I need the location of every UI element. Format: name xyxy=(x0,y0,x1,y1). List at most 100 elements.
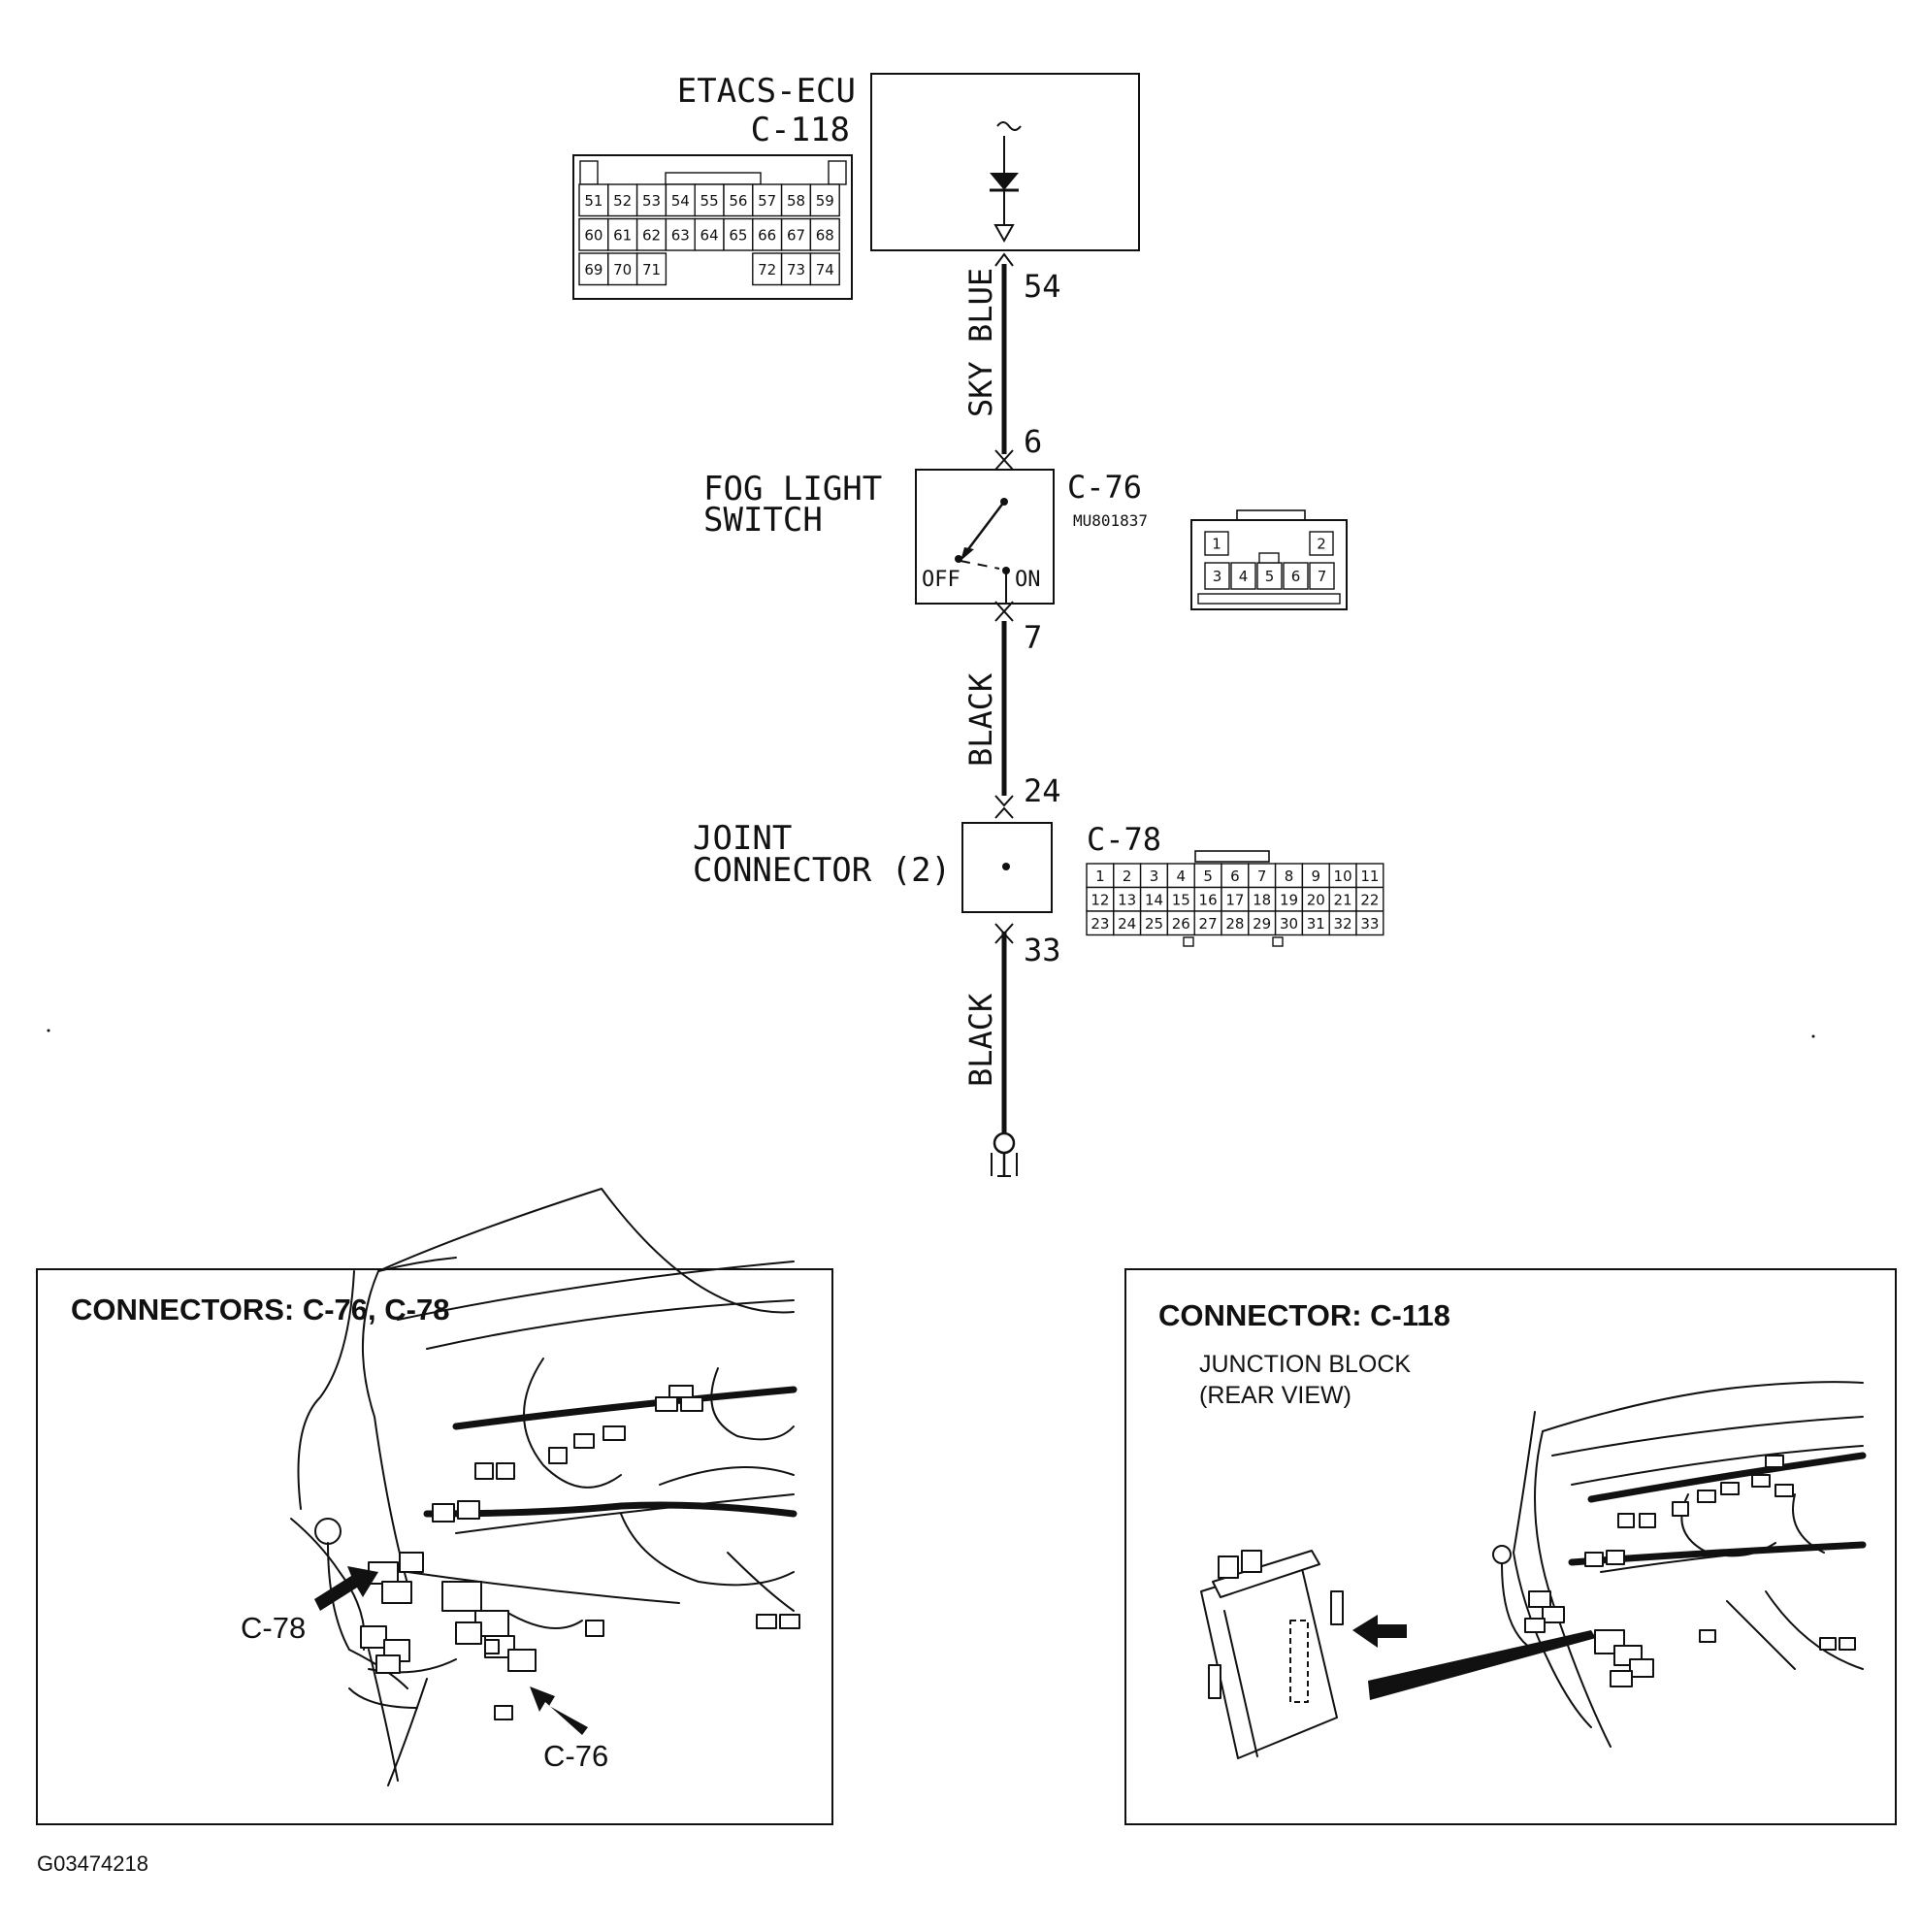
connector-pin-number: 68 xyxy=(816,226,834,244)
connector-pin-number: 73 xyxy=(787,261,805,278)
connector-pin-number: 11 xyxy=(1360,868,1379,885)
connector-pin-number: 60 xyxy=(584,226,602,244)
pin-number: 6 xyxy=(1024,423,1042,460)
c78-connector-label: C-78 xyxy=(1087,821,1161,858)
connector-pin-number: 19 xyxy=(1280,891,1298,908)
connector-pin-number: 14 xyxy=(1145,891,1163,908)
wire-color-label: SKY BLUE xyxy=(962,268,999,417)
off-position-label: OFF xyxy=(922,568,960,592)
connector-pin xyxy=(635,217,667,251)
connector-pin-number: 65 xyxy=(729,226,747,244)
callout-label: C-76 xyxy=(543,1739,608,1773)
wire-color-label: BLACK xyxy=(962,672,999,767)
connector-location-panel-right: CONNECTOR: C-118 JUNCTION BLOCK (REAR VI… xyxy=(1124,1268,1897,1825)
connector-pin xyxy=(578,217,609,251)
connector-pin-number: 54 xyxy=(671,192,690,210)
connector-pin xyxy=(635,183,667,217)
connector-pin-number: 1 xyxy=(1212,536,1221,553)
connector-pin-number: 7 xyxy=(1257,868,1267,885)
connector-pin xyxy=(1193,886,1222,912)
connector-pin xyxy=(665,183,696,217)
connector-pin-number: 72 xyxy=(758,261,776,278)
connector-pin xyxy=(780,183,812,217)
fog-switch-name: SWITCH xyxy=(703,501,823,540)
panel-title: CONNECTORS: C-76, C-78 xyxy=(71,1293,449,1326)
connector-pin xyxy=(809,183,840,217)
connector-pin-number: 17 xyxy=(1225,891,1244,908)
connector-pin-number: 69 xyxy=(584,261,602,278)
connector-pin xyxy=(1248,910,1277,936)
fog-switch-name: FOG LIGHT xyxy=(703,470,882,508)
connector-pin-number: 74 xyxy=(816,261,834,278)
connector-pin xyxy=(780,217,812,251)
connector-pin-number: 1 xyxy=(1095,868,1105,885)
junction-block-illustration xyxy=(1200,1550,1344,1759)
connector-pin xyxy=(1221,886,1250,912)
connector-pin xyxy=(1113,910,1142,936)
connector-pin xyxy=(1139,886,1169,912)
connector-pin-number: 18 xyxy=(1253,891,1271,908)
connector-location-panel-left: CONNECTORS: C-76, C-78 xyxy=(36,1188,833,1825)
connector-pin xyxy=(780,252,812,286)
connector-pin-number: 2 xyxy=(1123,868,1132,885)
connector-pin xyxy=(1309,562,1335,590)
connector-pin xyxy=(1248,863,1277,889)
pin-number: 54 xyxy=(1024,268,1061,305)
connector-pin-number: 28 xyxy=(1225,915,1244,933)
panel-subtitle: (REAR VIEW) xyxy=(1199,1382,1351,1409)
connector-pin-number: 71 xyxy=(642,261,661,278)
figure-id: G03474218 xyxy=(37,1851,148,1876)
connector-pin-number: 10 xyxy=(1334,868,1352,885)
panel-subtitle: JUNCTION BLOCK xyxy=(1199,1351,1411,1378)
connector-pin xyxy=(1230,562,1256,590)
ecu-diode-symbol xyxy=(990,121,1022,244)
connector-pin xyxy=(1301,886,1330,912)
c76-connector-label: C-76 xyxy=(1067,469,1142,506)
connector-pin-number: 21 xyxy=(1334,891,1352,908)
on-position-label: ON xyxy=(1015,568,1041,592)
connector-pin-number: 66 xyxy=(758,226,776,244)
connector-pin-number: 6 xyxy=(1291,568,1301,585)
connector-pin-number: 32 xyxy=(1334,915,1352,933)
connector-pin-number: 67 xyxy=(787,226,805,244)
connector-pin xyxy=(578,183,609,217)
connector-pin xyxy=(809,252,840,286)
connector-pin xyxy=(1166,910,1195,936)
connector-pin-number: 6 xyxy=(1230,868,1240,885)
callout-label: C-78 xyxy=(241,1611,306,1645)
connector-pin-number: 4 xyxy=(1177,868,1187,885)
ecu-box xyxy=(870,73,1140,251)
connector-pin-number: 7 xyxy=(1318,568,1327,585)
pin-number: 33 xyxy=(1024,932,1061,968)
wire-color-label: BLACK xyxy=(962,993,999,1087)
connector-pin xyxy=(1301,863,1330,889)
joint-name: CONNECTOR (2) xyxy=(693,851,951,890)
connector-pin-number: 61 xyxy=(613,226,632,244)
connector-pin xyxy=(1328,886,1357,912)
connector-pin-number: 64 xyxy=(700,226,719,244)
connector-pin-number: 3 xyxy=(1150,868,1159,885)
connector-pin xyxy=(1139,910,1169,936)
connector-pin xyxy=(809,217,840,251)
connector-pin-number: 3 xyxy=(1213,568,1222,585)
ecu-name: ETACS-ECU xyxy=(677,72,856,111)
connector-pin-number: 53 xyxy=(642,192,661,210)
joint-name: JOINT xyxy=(693,819,792,858)
connector-pin xyxy=(1221,910,1250,936)
connector-pin xyxy=(1204,531,1229,556)
connector-pin-number: 57 xyxy=(758,192,776,210)
joint-box xyxy=(961,822,1053,913)
connector-pin-number: 25 xyxy=(1145,915,1163,933)
connector-pin xyxy=(1283,562,1309,590)
connector-pin-number: 8 xyxy=(1285,868,1294,885)
connector-pin-number: 2 xyxy=(1317,536,1326,553)
connector-pin xyxy=(607,217,638,251)
connector-pin-number: 29 xyxy=(1253,915,1271,933)
ecu-connector-label: C-118 xyxy=(751,111,850,149)
connector-pin xyxy=(1355,910,1384,936)
connector-pin-number: 5 xyxy=(1265,568,1275,585)
connector-pin-number: 51 xyxy=(584,192,602,210)
